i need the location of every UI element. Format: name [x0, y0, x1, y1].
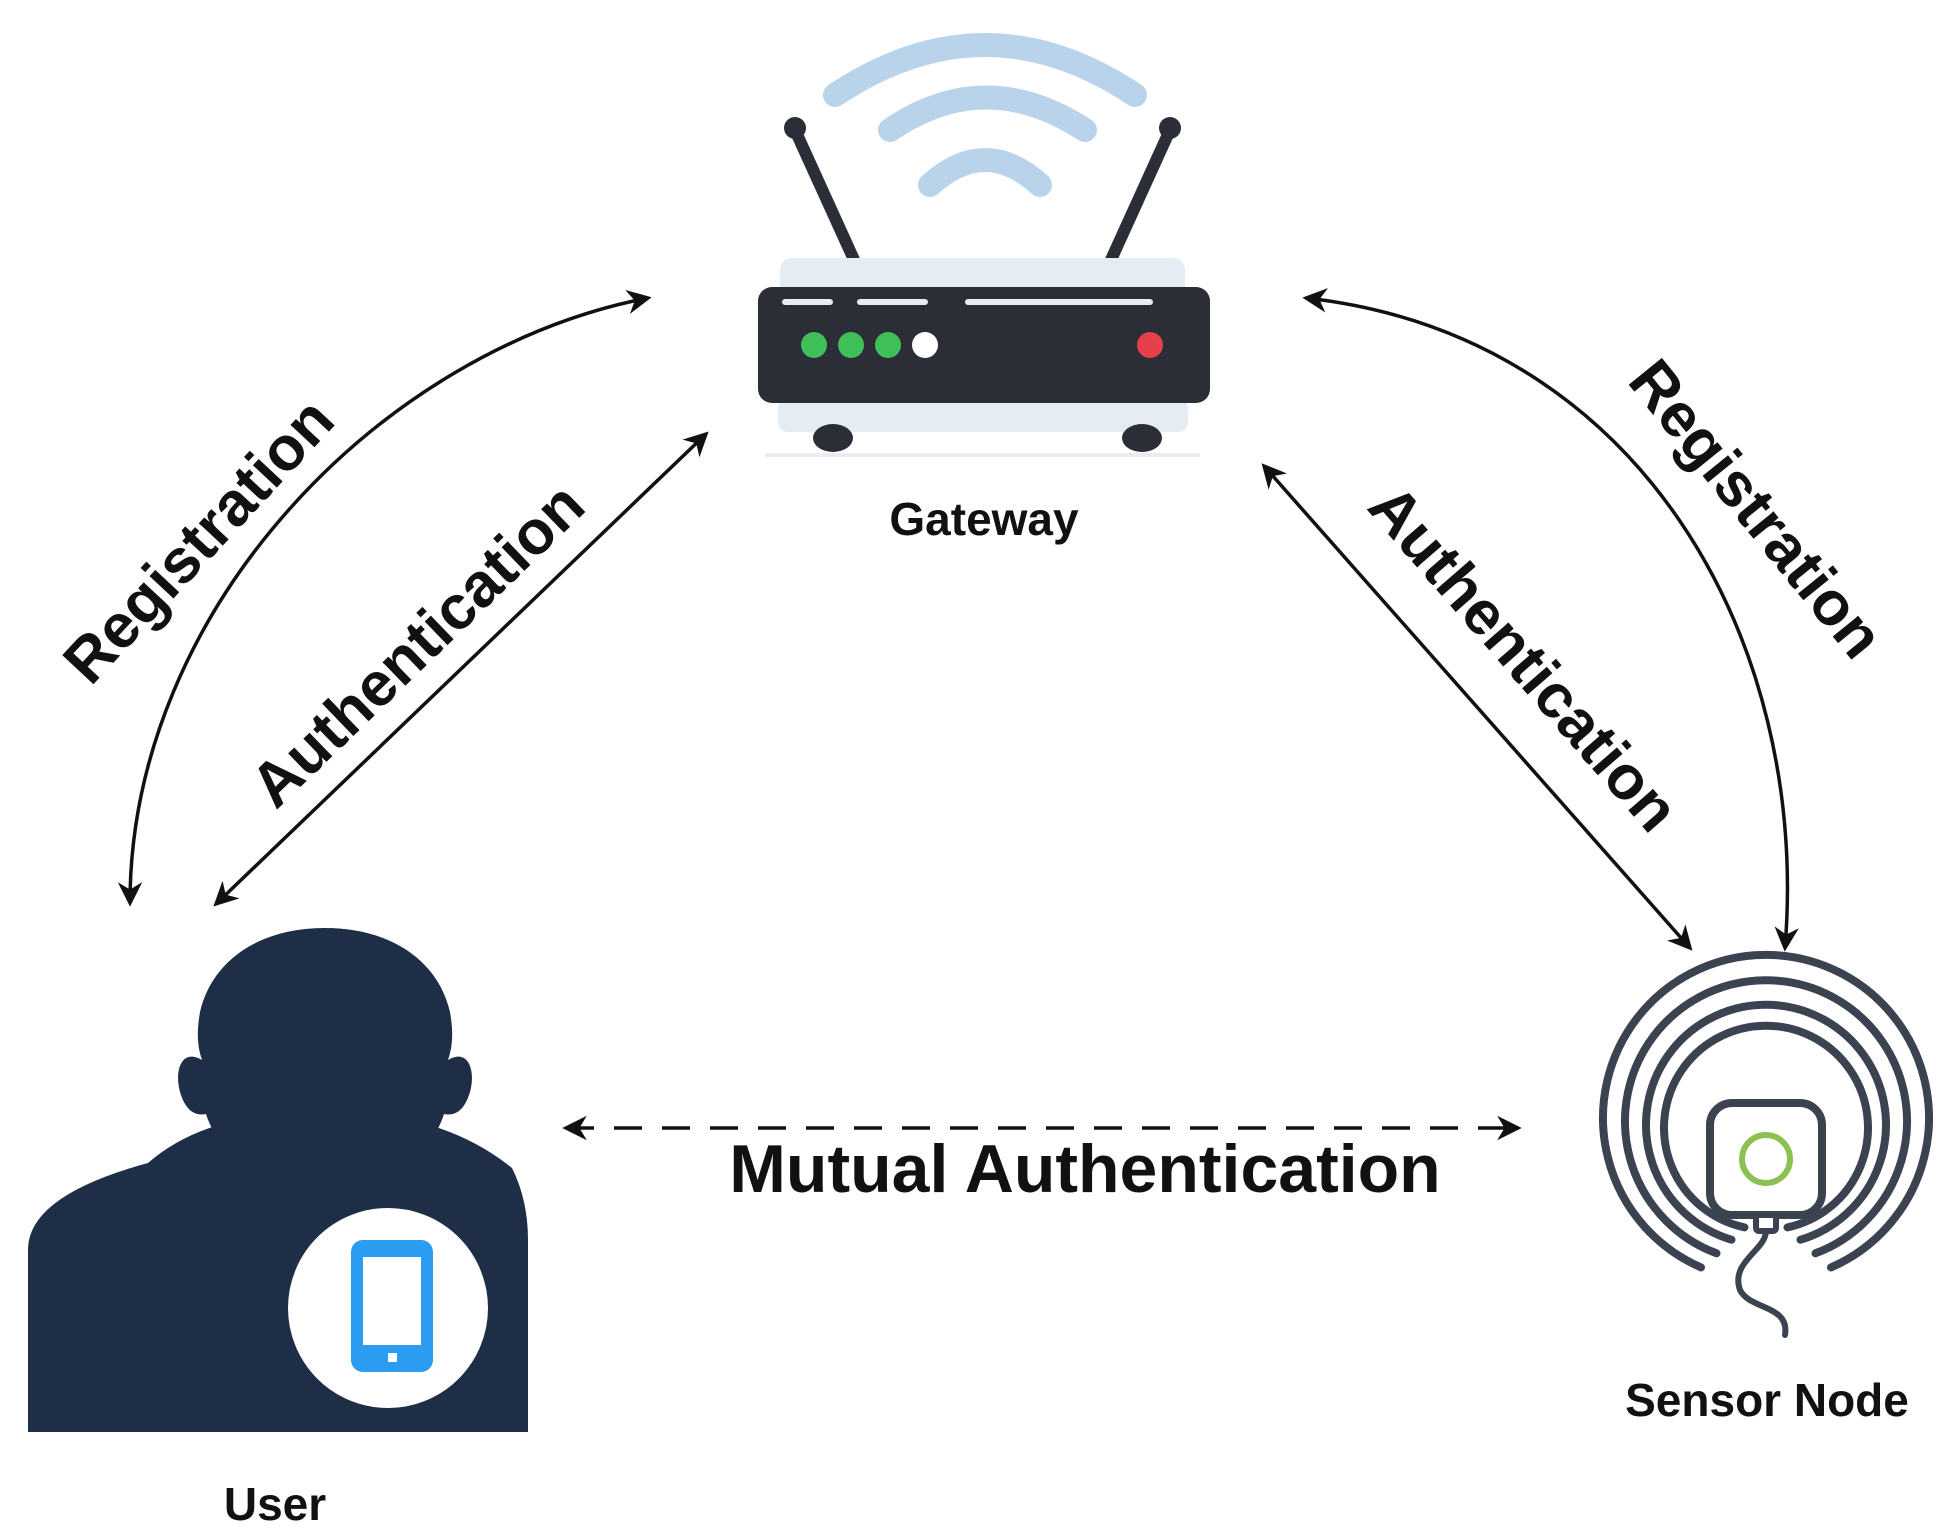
router-status-leds — [801, 332, 1163, 358]
sensor-device-box — [1706, 1099, 1826, 1219]
smartphone-icon — [264, 1184, 512, 1432]
edge-user-gateway-authentication — [213, 431, 709, 907]
edge-label-gateway-sensor-registration: Registration — [1615, 347, 1896, 672]
edge-label-user-gateway-registration: Registration — [50, 385, 347, 697]
edge-gateway-sensor-registration — [1302, 288, 1799, 952]
edge-label-user-gateway-authentication: Authentication — [238, 470, 598, 821]
user-label: User — [224, 1478, 326, 1530]
router-base-plate — [778, 398, 1188, 432]
sensor-cable — [1735, 1228, 1789, 1338]
wifi-router-icon — [758, 33, 1210, 457]
sensor-led-ring — [1739, 1132, 1793, 1186]
edges — [117, 288, 1799, 1141]
router-body — [758, 287, 1210, 403]
gateway-label: Gateway — [889, 493, 1079, 545]
router-antennas — [784, 117, 1181, 268]
edge-label-gateway-sensor-authentication: Authentication — [1355, 472, 1692, 845]
sensor-signal-rings — [1599, 950, 1933, 1272]
sensor-node-icon — [1599, 950, 1933, 1338]
sensor-node-label: Sensor Node — [1625, 1374, 1909, 1426]
edge-label-mutual-authentication: Mutual Authentication — [729, 1131, 1440, 1207]
edge-gateway-sensor-authentication — [1261, 463, 1693, 951]
wifi-signal-icon — [823, 33, 1147, 197]
edge-user-gateway-registration — [117, 289, 652, 907]
